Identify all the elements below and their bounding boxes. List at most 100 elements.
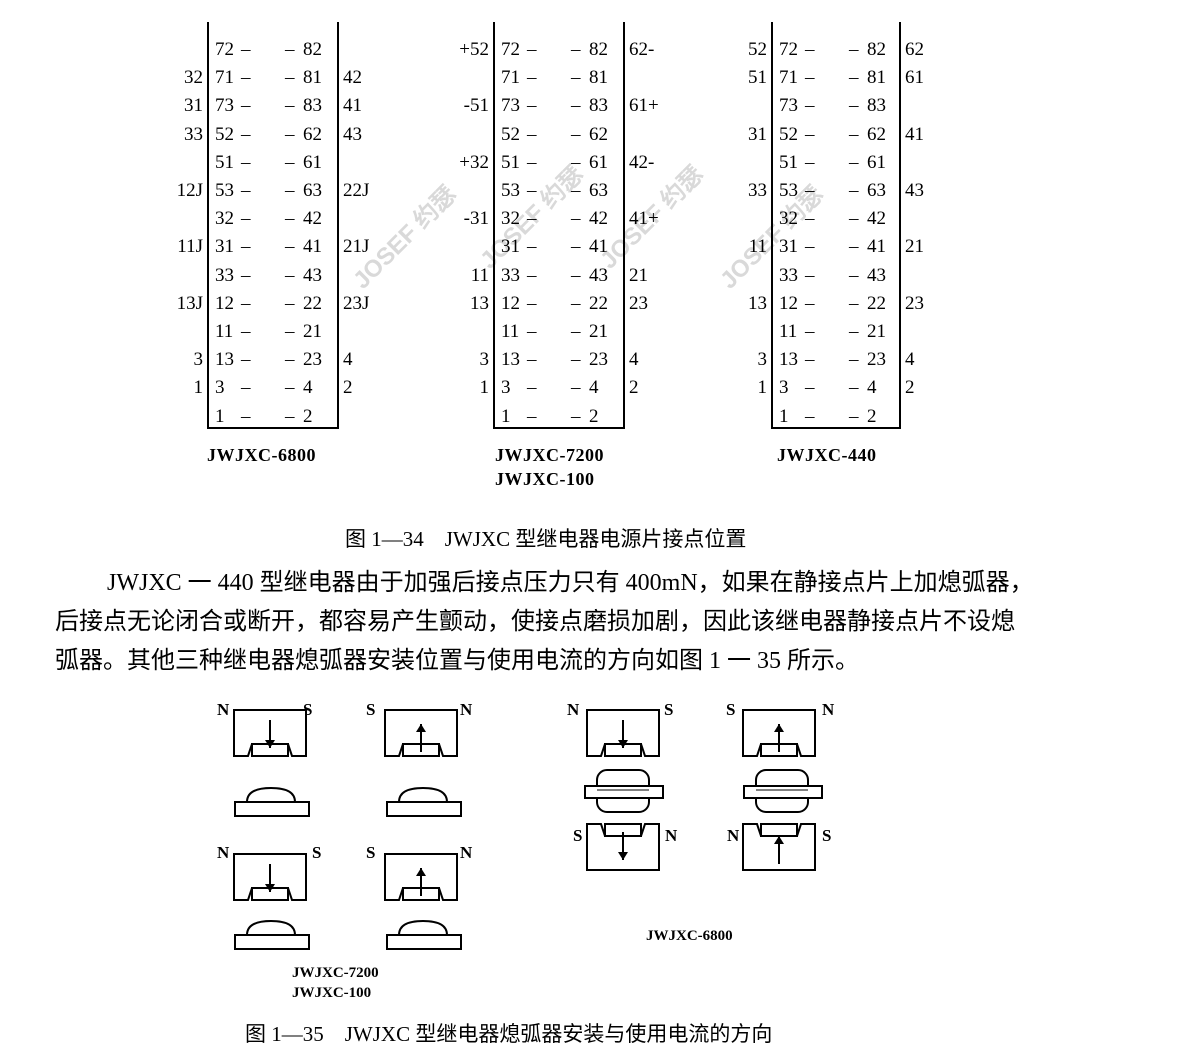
pin-dash: –	[285, 39, 295, 60]
terminal-label-right: 2	[905, 377, 915, 399]
pin-right: 22	[589, 292, 608, 314]
terminal-label-right: 61+	[629, 95, 659, 117]
pin-left: 11	[779, 321, 798, 342]
pin-left: 72	[501, 39, 520, 60]
pin-dash: –	[527, 208, 537, 230]
pin-left: 52	[215, 123, 234, 145]
pin-left: 73	[779, 95, 798, 117]
terminal-label-left: 13	[470, 292, 489, 314]
pin-left: 12	[779, 292, 798, 314]
pin-dash: –	[571, 39, 581, 60]
pin-left: 33	[501, 264, 520, 286]
magnet-pole-n-label: N	[567, 700, 580, 719]
magnet-pole-n-label: N	[460, 843, 473, 862]
pin-dash: –	[241, 123, 251, 145]
pin-left: 52	[501, 123, 520, 145]
magnet-pole-s-label: S	[303, 700, 313, 719]
pin-dash: –	[849, 67, 859, 89]
pin-left: 73	[501, 95, 520, 117]
pin-dash: –	[241, 292, 251, 314]
pin-dash: –	[285, 377, 295, 399]
pin-dash: –	[805, 95, 815, 117]
pin-right: 82	[589, 39, 608, 60]
terminal-label-left: 11	[470, 264, 489, 286]
terminal-label-right: 61	[905, 67, 924, 89]
terminal-label-left: -51	[463, 95, 489, 117]
pin-dash: –	[571, 67, 581, 89]
pin-right: 43	[303, 264, 322, 286]
pin-left: 71	[501, 67, 520, 89]
terminal-label-right: 41	[905, 123, 924, 145]
pin-left: 51	[215, 151, 234, 173]
pin-right: 82	[303, 39, 322, 60]
pin-dash: –	[849, 123, 859, 145]
terminal-label-right: 23J	[343, 292, 370, 314]
magnet-pole-n-label: N	[217, 700, 230, 719]
terminal-label-left: 32	[184, 67, 203, 89]
pin-dash: –	[285, 180, 295, 201]
pin-dash: –	[571, 180, 581, 201]
pin-left: 52	[779, 123, 798, 145]
pin-dash: –	[849, 377, 859, 399]
pin-dash: –	[241, 67, 251, 89]
pin-left: 1	[779, 405, 789, 427]
pin-dash: –	[285, 208, 295, 230]
pin-dash: –	[805, 151, 815, 173]
pin-dash: –	[849, 95, 859, 117]
moving-contact	[386, 786, 462, 817]
pin-dash: –	[527, 67, 537, 89]
pin-dash: –	[805, 349, 815, 371]
magnet-pole-s-label: S	[573, 826, 583, 845]
pin-dash: –	[849, 39, 859, 60]
pin-dash: –	[285, 236, 295, 258]
pin-right: 42	[589, 208, 608, 230]
pin-dash: –	[849, 180, 859, 201]
magnet-pole-s-label: S	[312, 843, 322, 862]
pin-right: 42	[303, 208, 322, 230]
arc-suppressor-magnet	[742, 823, 816, 871]
terminal-label-right: 62-	[629, 39, 655, 60]
pin-right: 23	[303, 349, 322, 371]
pin-left: 1	[215, 405, 225, 427]
pin-right: 2	[589, 405, 599, 427]
paragraph-line: 弧器。其他三种继电器熄弧器安装位置与使用电流的方向如图 1 一 35 所示。	[55, 648, 859, 674]
figure-caption-1-34: 图 1—34 JWJXC 型继电器电源片接点位置	[345, 527, 747, 551]
terminal-label-right: 43	[343, 123, 362, 145]
pin-left: 53	[215, 180, 234, 201]
pin-right: 4	[867, 377, 877, 399]
pin-left: 1	[501, 405, 511, 427]
pin-dash: –	[571, 95, 581, 117]
terminal-label-right: 43	[905, 180, 924, 201]
terminal-label-right: 4	[629, 349, 639, 371]
terminal-label-right: 41	[343, 95, 362, 117]
pin-dash: –	[241, 264, 251, 286]
terminal-label-right: 21J	[343, 236, 370, 258]
terminal-label-left: 13	[748, 292, 767, 314]
pin-left: 31	[215, 236, 234, 258]
terminal-label-left: 13J	[176, 292, 203, 314]
contact-pin-box	[771, 22, 901, 429]
pin-right: 23	[589, 349, 608, 371]
pin-right: 41	[589, 236, 608, 258]
magnet-pole-s-label: S	[664, 700, 674, 719]
pin-dash: –	[805, 321, 815, 342]
pin-right: 23	[867, 349, 886, 371]
pin-dash: –	[285, 67, 295, 89]
pin-dash: –	[285, 321, 295, 342]
pin-dash: –	[241, 151, 251, 173]
pin-dash: –	[849, 264, 859, 286]
pin-dash: –	[527, 39, 537, 60]
pin-left: 51	[779, 151, 798, 173]
pin-left: 73	[215, 95, 234, 117]
pin-left: 13	[215, 349, 234, 371]
pin-dash: –	[571, 264, 581, 286]
pin-dash: –	[241, 180, 251, 201]
pin-dash: –	[805, 123, 815, 145]
pin-right: 21	[867, 321, 886, 342]
pin-left: 12	[215, 292, 234, 314]
terminal-label-left: 3	[757, 349, 768, 371]
magnet-pole-n-label: N	[460, 700, 473, 719]
moving-contact	[386, 919, 462, 950]
terminal-label-right: 23	[905, 292, 924, 314]
pin-dash: –	[527, 180, 537, 201]
